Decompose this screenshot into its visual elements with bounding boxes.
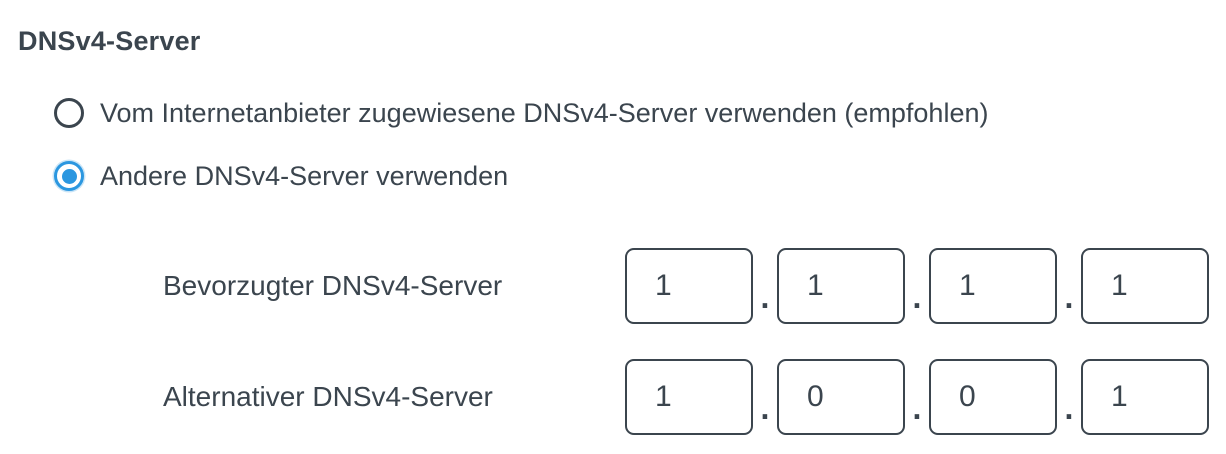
octet-separator: . — [760, 278, 770, 315]
octet-separator: . — [760, 389, 770, 426]
octet-separator: . — [912, 389, 922, 426]
preferred-dns-octet-1[interactable] — [625, 248, 753, 324]
radio-option-isp-dns-label: Vom Internetanbieter zugewiesene DNSv4-S… — [100, 98, 989, 128]
octet-separator: . — [1064, 278, 1074, 315]
preferred-dns-label: Bevorzugter DNSv4-Server — [163, 270, 503, 301]
radio-option-custom-dns-label: Andere DNSv4-Server verwenden — [100, 161, 509, 191]
section-title: DNSv4-Server — [18, 26, 201, 56]
radio-option-custom-dns[interactable]: Andere DNSv4-Server verwenden — [54, 159, 508, 193]
octet-separator: . — [912, 278, 922, 315]
preferred-dns-octet-3[interactable] — [929, 248, 1057, 324]
alternative-dns-row: Alternativer DNSv4-Server . . . — [163, 359, 1209, 435]
radio-checked-icon[interactable] — [54, 161, 84, 191]
alternative-dns-octet-group: . . . — [625, 359, 1209, 435]
preferred-dns-row: Bevorzugter DNSv4-Server . . . — [163, 248, 1209, 324]
alternative-dns-octet-4[interactable] — [1081, 359, 1209, 435]
preferred-dns-octet-2[interactable] — [777, 248, 905, 324]
preferred-dns-octet-4[interactable] — [1081, 248, 1209, 324]
alternative-dns-octet-3[interactable] — [929, 359, 1057, 435]
radio-unchecked-icon[interactable] — [54, 98, 84, 128]
alternative-dns-label: Alternativer DNSv4-Server — [163, 381, 493, 412]
alternative-dns-octet-1[interactable] — [625, 359, 753, 435]
preferred-dns-octet-group: . . . — [625, 248, 1209, 324]
radio-option-isp-dns[interactable]: Vom Internetanbieter zugewiesene DNSv4-S… — [54, 96, 988, 130]
alternative-dns-octet-2[interactable] — [777, 359, 905, 435]
octet-separator: . — [1064, 389, 1074, 426]
